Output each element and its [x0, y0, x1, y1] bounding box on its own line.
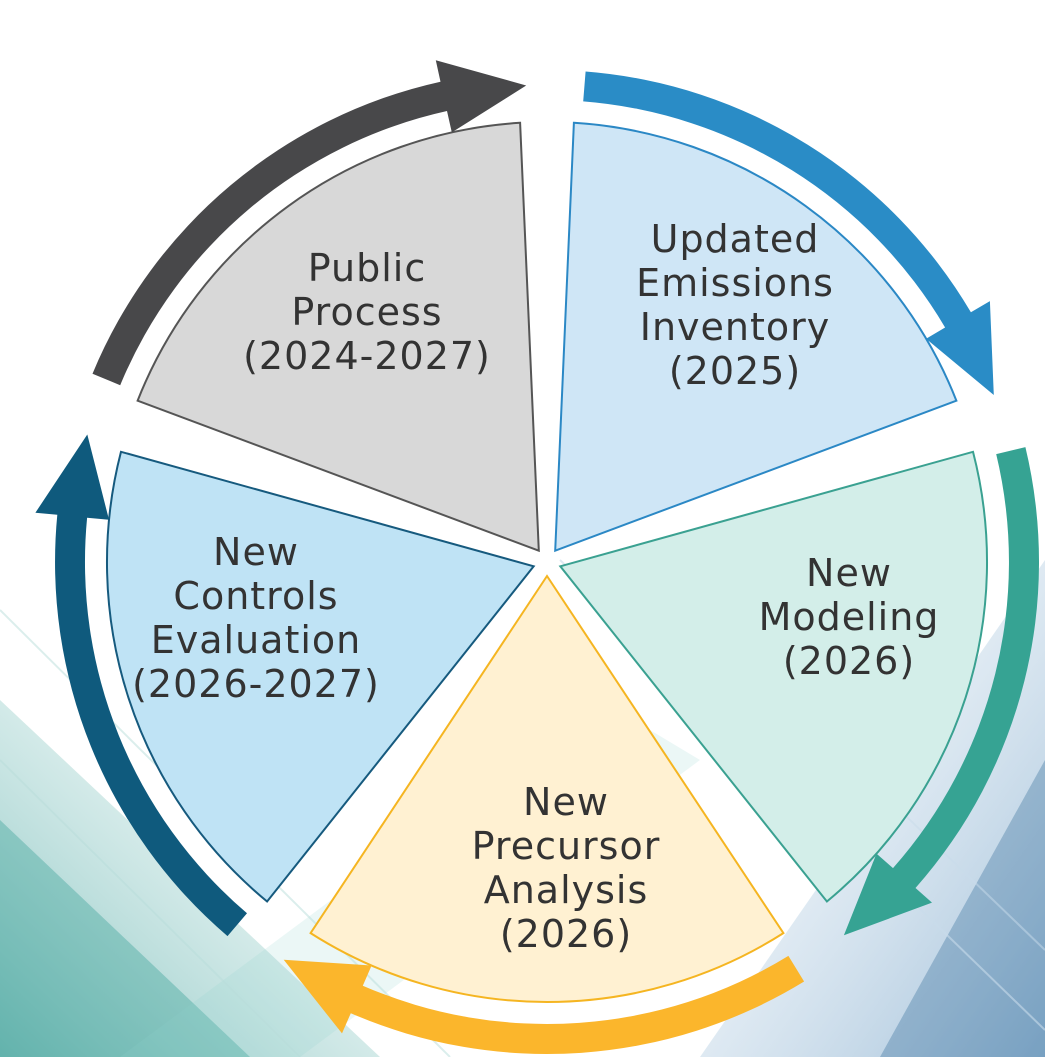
arrow-updated-emissions-inventory	[583, 71, 994, 395]
segment-new-controls-evaluation	[106, 450, 536, 903]
label-new-precursor-analysis: New Precursor Analysis (2026)	[471, 780, 661, 956]
label-new-controls-evaluation: New Controls Evaluation (2026-2027)	[132, 530, 380, 706]
segment-new-modeling	[558, 450, 988, 903]
label-updated-emissions-inventory: Updated Emissions Inventory (2025)	[636, 217, 834, 393]
segment-updated-emissions-inventory	[554, 121, 958, 553]
label-public-process: Public Process (2024-2027)	[243, 246, 491, 378]
segment-new-precursor-analysis	[309, 574, 785, 1003]
arrow-new-controls-evaluation	[35, 434, 248, 937]
arrow-new-modeling	[843, 447, 1040, 936]
arrow-public-process	[92, 60, 527, 386]
arrow-new-precursor-analysis	[283, 955, 805, 1055]
segment-public-process	[136, 121, 540, 553]
label-new-modeling: New Modeling (2026)	[758, 551, 940, 683]
